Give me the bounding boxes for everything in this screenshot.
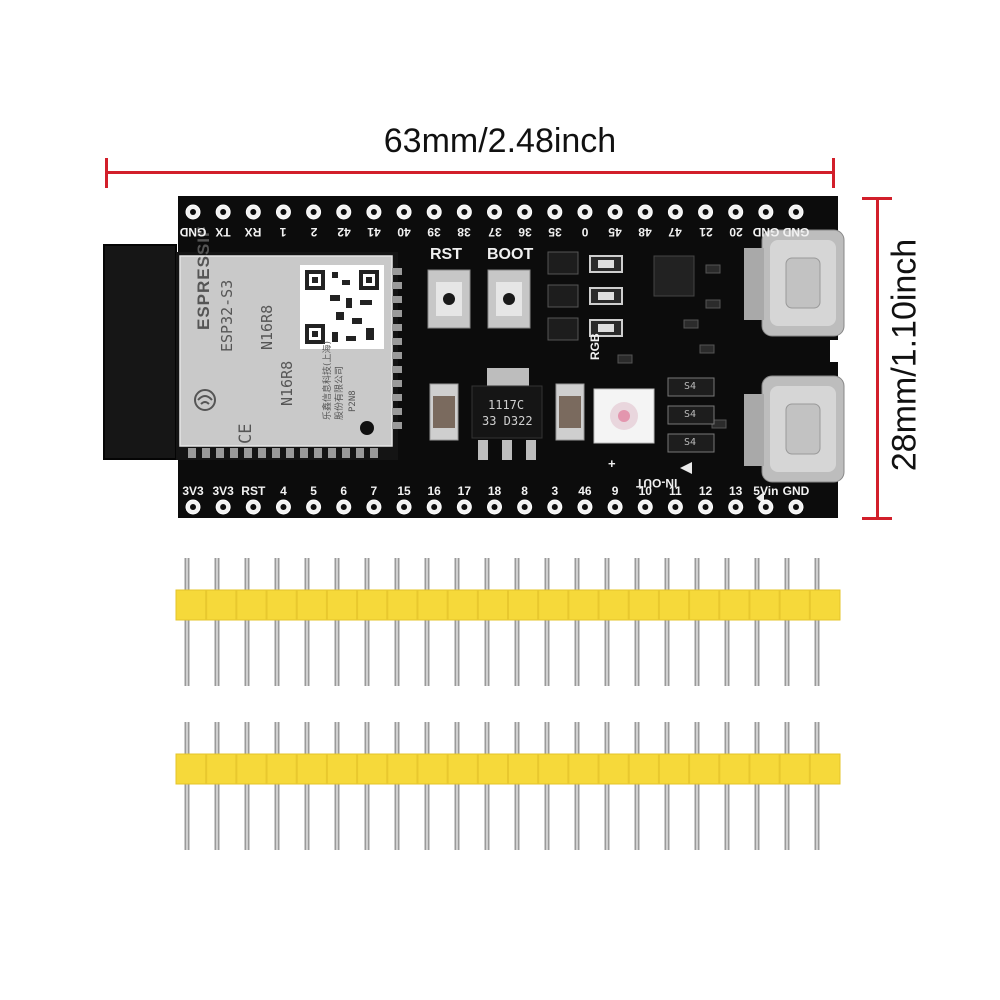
dev-board (103, 196, 845, 518)
capacitor-right (555, 383, 585, 441)
pin-label-bottom: 3V3 (182, 484, 204, 498)
pin-label-bottom: 5Vin (753, 484, 779, 498)
espressif-logo-icon (194, 389, 216, 411)
pin-label-bottom: 3 (551, 484, 559, 498)
width-dimension-tick-right (832, 158, 835, 188)
pin-label-bottom: 10 (638, 484, 652, 498)
voltage-regulator (471, 368, 543, 460)
usb-c-port-bottom (744, 375, 845, 483)
pin-label-bottom: 11 (669, 484, 682, 498)
height-dimension-tick-bottom (862, 517, 892, 520)
pin-label-bottom: 46 (578, 484, 592, 498)
rst-button (427, 269, 471, 329)
height-dimension-tick-top (862, 197, 892, 200)
capacitor-left (429, 383, 459, 441)
pin-label-bottom: 5 (310, 484, 317, 498)
pin-label-bottom: 16 (427, 484, 441, 498)
diode-label-3: S4 (684, 437, 697, 448)
header-pads-bottom (185, 499, 804, 515)
width-dimension-line (106, 171, 834, 174)
width-dimension-tick-left (105, 158, 108, 188)
pin-label-bottom: 9 (611, 484, 619, 498)
width-dimension-label: 63mm/2.48inch (383, 122, 617, 160)
regulator-line1: 1117C (488, 398, 525, 412)
pin-label-bottom: 18 (487, 484, 502, 498)
rgb-led (593, 388, 655, 444)
qr-code-icon (300, 265, 384, 349)
header-pads-top (185, 204, 804, 220)
boot-label: BOOT (487, 246, 534, 263)
pin-label-bottom: 7 (370, 484, 378, 498)
regulator-line2: 33 D322 (482, 414, 533, 428)
rst-label: RST (430, 246, 462, 263)
pin-label-bottom: 4 (280, 484, 287, 498)
pin-label-bottom: 13 (729, 484, 743, 498)
boot-button (487, 269, 531, 329)
pin-label-bottom: 15 (397, 484, 411, 498)
diode-label-1: S4 (684, 381, 697, 392)
pin-label-bottom: GND (782, 484, 810, 498)
pin-label-bottom: 12 (698, 484, 713, 498)
pin-label-bottom: 8 (521, 484, 528, 498)
pin-label-bottom: 17 (457, 484, 472, 498)
pin-header-strip-2 (175, 722, 841, 850)
usb-c-port-top (744, 229, 845, 337)
plus-label: + (608, 456, 616, 471)
usb-uart-ic (653, 255, 695, 297)
pin-label-bottom: 3V3 (212, 484, 234, 498)
diode-label-2: S4 (684, 409, 697, 420)
pin-header-strip-1 (175, 558, 841, 686)
pin-label-bottom: 6 (340, 484, 348, 498)
height-dimension-line (876, 198, 879, 518)
pin-label-bottom: RST (241, 484, 266, 498)
